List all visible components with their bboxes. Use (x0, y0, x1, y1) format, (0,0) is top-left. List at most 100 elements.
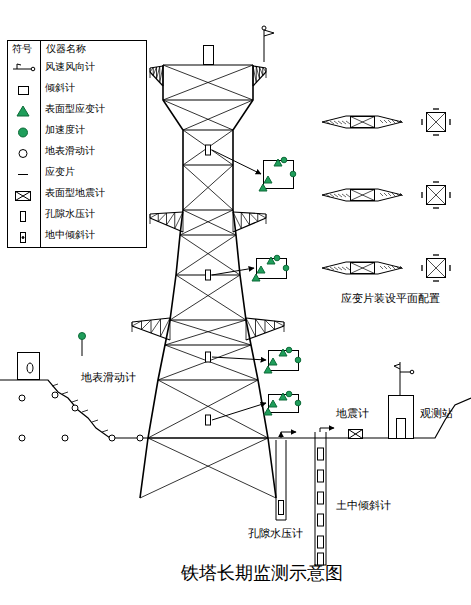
legend-table (8, 41, 147, 248)
accelerometer-symbol (295, 357, 301, 363)
hatch (384, 120, 387, 123)
tower-member (160, 66, 163, 83)
drawing-part (22, 237, 24, 239)
inclinometer-probe (318, 448, 324, 460)
tower-member (246, 318, 247, 340)
hatch (388, 193, 391, 196)
leg-plan (427, 186, 446, 205)
table-header: 仪器名称 (46, 44, 86, 55)
tower-leg (233, 65, 276, 498)
tower-member (160, 319, 161, 337)
hatch (400, 193, 403, 196)
tower-member (165, 345, 258, 380)
tower-member (258, 214, 266, 219)
tower-member (163, 100, 233, 130)
tower-member (170, 318, 171, 340)
drawing-part (31, 67, 35, 71)
brace (351, 117, 375, 128)
hatch (326, 121, 330, 124)
drawing-part (19, 395, 25, 401)
drawing-part (109, 435, 115, 441)
boreholes (276, 428, 334, 565)
tilt-meter (206, 145, 211, 155)
tower-member (275, 321, 285, 326)
hatch (330, 194, 334, 197)
drawing-part (349, 430, 363, 439)
tower-member (183, 129, 233, 130)
leg-plan (427, 113, 446, 132)
drawing-part (17, 64, 21, 65)
hatch (330, 121, 334, 124)
seismometer-and-station (349, 362, 414, 439)
hatch (334, 194, 338, 197)
tower-member (166, 213, 167, 225)
hatch (342, 194, 346, 197)
part-label: 地震计 (336, 408, 369, 421)
tower-member (170, 275, 240, 320)
strain-gauge-symbol (259, 184, 267, 191)
hatch (396, 266, 399, 269)
tower-member (266, 68, 267, 78)
part-label: 应变片装设平面配置 (341, 293, 440, 306)
accelerometer-symbol (274, 255, 280, 261)
hatch (380, 266, 383, 269)
drawing-part (286, 440, 287, 520)
drawing-part (40, 41, 41, 248)
tower-member (246, 318, 256, 337)
arm-plan (322, 262, 402, 274)
sensor-callouts (206, 145, 301, 425)
tower-member (170, 320, 251, 345)
part-label: 观测站 (420, 408, 453, 421)
surface-slide-meters (18, 333, 144, 442)
tower-member (253, 66, 256, 83)
tower-member (183, 209, 233, 210)
drawing-part (262, 26, 266, 30)
tower-member (241, 213, 249, 226)
legend-entry: 风速风向计 (45, 62, 95, 73)
legend-symbols (13, 64, 35, 243)
hatch (380, 193, 383, 196)
tower-member (158, 379, 258, 380)
tower-member (158, 345, 251, 380)
tower-member (161, 318, 171, 337)
tower-member (183, 100, 253, 130)
drawing-part (315, 432, 316, 565)
strain-gauge-symbol (264, 366, 272, 373)
arm-plan (322, 189, 402, 201)
tower-lattice (132, 65, 284, 498)
arm-core (351, 190, 375, 201)
hatch (330, 267, 334, 270)
strain-gauge-dash (433, 134, 439, 135)
drawing-part (276, 520, 286, 521)
accelerometer-symbol (295, 400, 301, 406)
leader-arrow (212, 150, 261, 174)
tower-member (148, 438, 276, 498)
drawing-part (19, 150, 27, 158)
drawing-part (204, 46, 214, 65)
strain-gauge-dash (433, 280, 439, 281)
hatch (342, 267, 346, 270)
drawing-part (79, 333, 86, 340)
drawing-part (17, 106, 29, 116)
legend-entry: 地表滑动计 (45, 146, 95, 157)
tower-member (163, 99, 253, 100)
hatch (326, 194, 330, 197)
strain-gauge-symbol (264, 176, 272, 183)
tower-member (150, 214, 158, 219)
tower-member (266, 214, 267, 224)
hatch (338, 121, 342, 124)
table-header: 符号 (12, 44, 32, 55)
accelerometer-symbol (286, 347, 292, 353)
legend-entry: 加速度计 (45, 125, 85, 136)
brace (427, 259, 446, 278)
drawing-part (13, 69, 33, 70)
tower-member (167, 213, 175, 226)
tower-member (158, 380, 268, 438)
tower-member (153, 67, 156, 76)
part-label: 地表滑动计 (81, 372, 136, 385)
tilt-meter (206, 415, 211, 425)
tower-member (141, 321, 142, 330)
tower-member (255, 319, 256, 337)
hatch (338, 194, 342, 197)
strain-gauge-dash (433, 207, 439, 208)
